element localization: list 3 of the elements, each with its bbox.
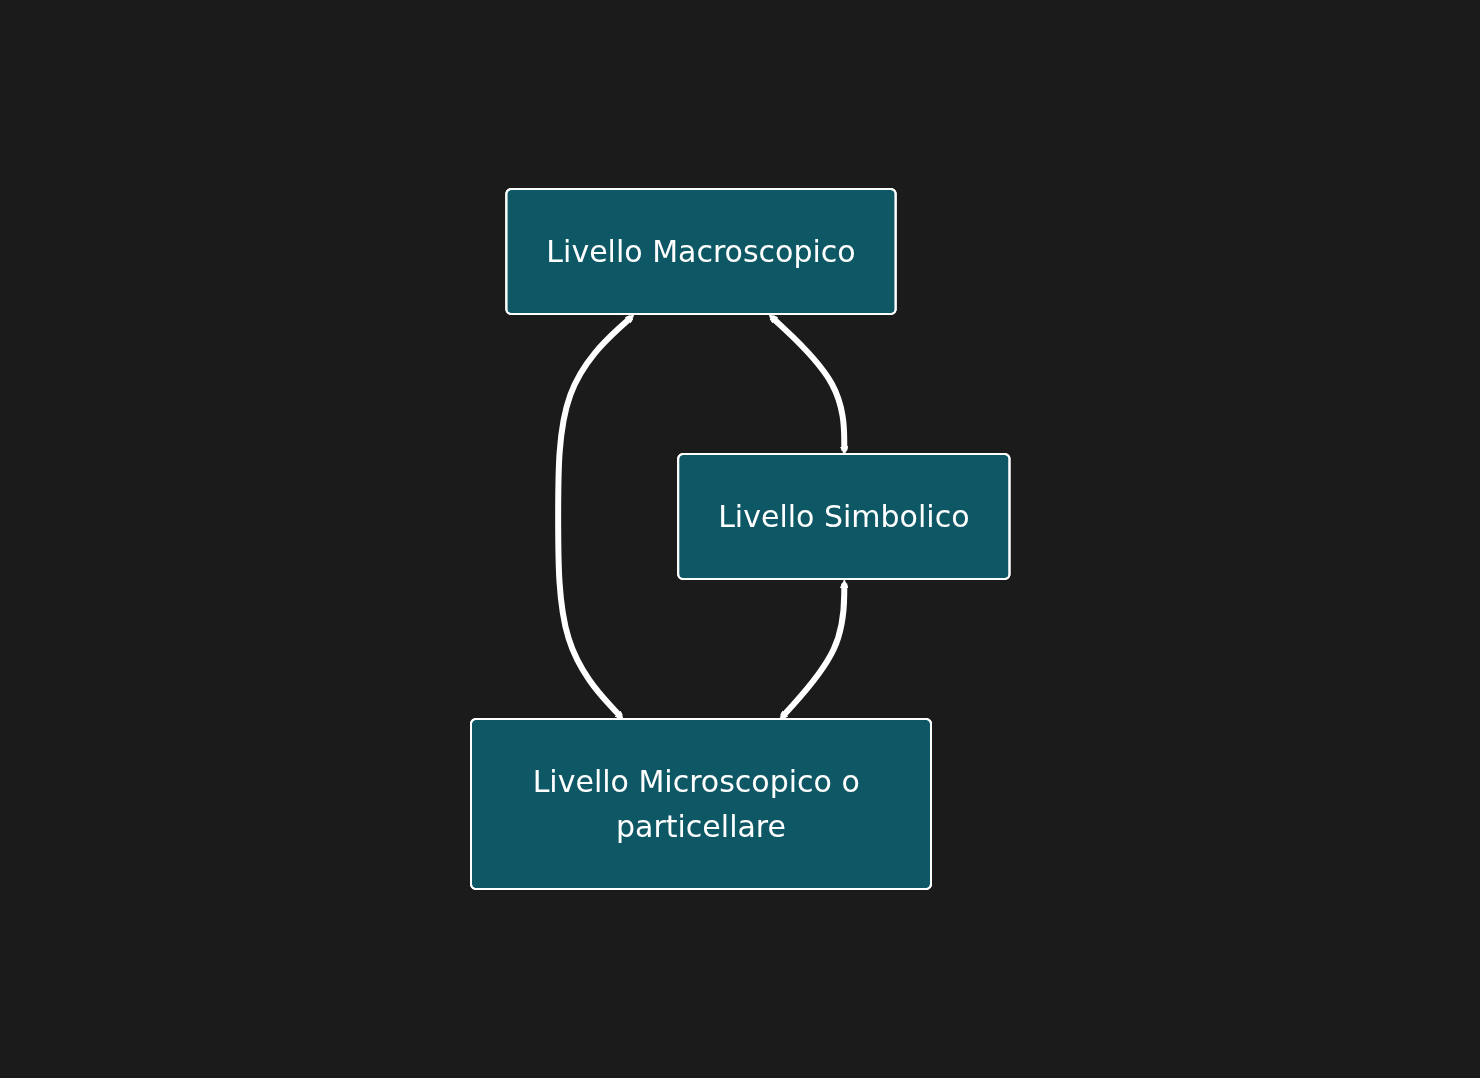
arrow [768,314,849,455]
arrow [779,579,849,720]
arrow [554,314,634,720]
